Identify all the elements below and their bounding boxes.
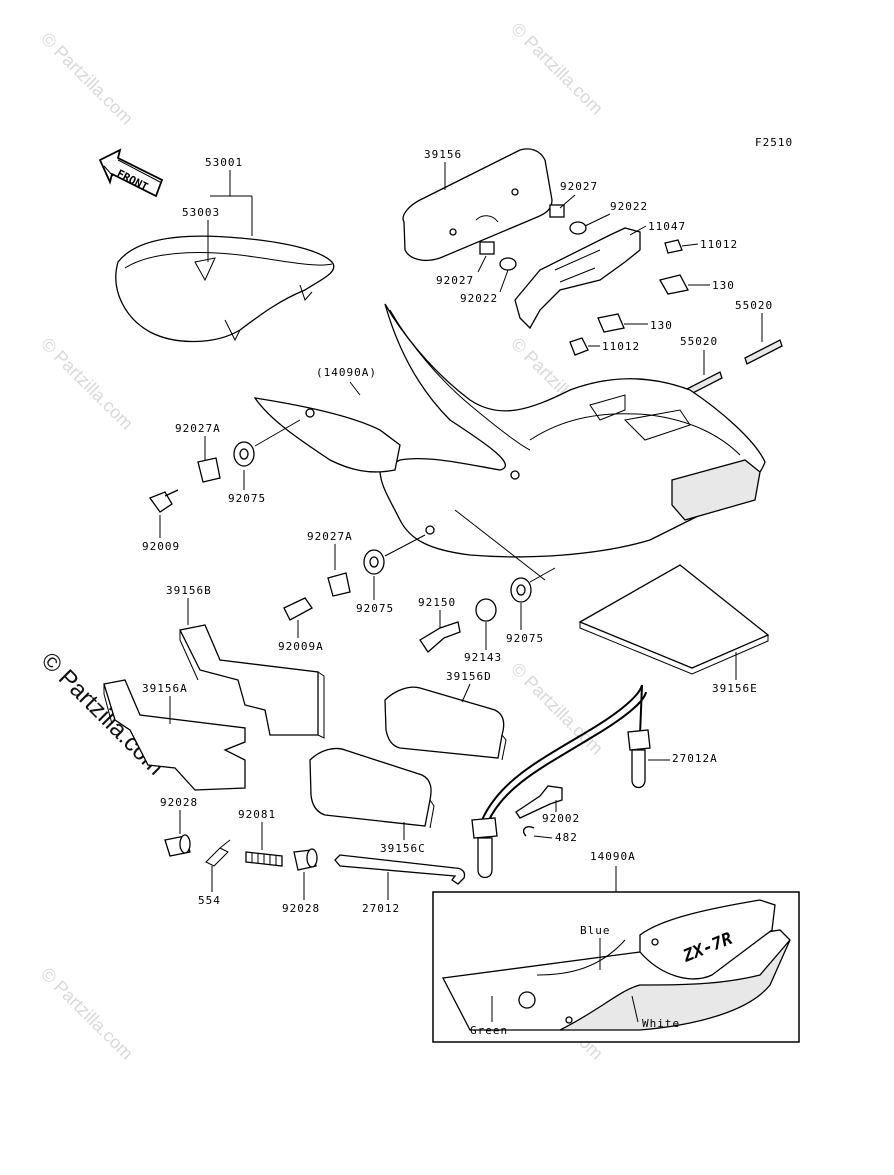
strips bbox=[684, 339, 783, 397]
part-label: 92027 bbox=[436, 274, 474, 287]
front-arrow: FRONT bbox=[98, 148, 164, 198]
bracket bbox=[479, 204, 689, 356]
part-label: 92022 bbox=[460, 292, 498, 305]
part-label: 92075 bbox=[356, 602, 394, 615]
part-label: (14090A) bbox=[316, 366, 377, 379]
watermark: © Partzilla.com bbox=[507, 659, 607, 759]
seat-lock-rod bbox=[471, 684, 651, 879]
part-label: 92143 bbox=[464, 651, 502, 664]
part-label: 92028 bbox=[282, 902, 320, 915]
part-label: 92028 bbox=[160, 796, 198, 809]
seat bbox=[115, 235, 335, 343]
color-label-green: Green bbox=[470, 1024, 508, 1037]
small-hardware bbox=[164, 834, 318, 871]
part-label: 11012 bbox=[700, 238, 738, 251]
part-label: 11047 bbox=[648, 220, 686, 233]
tail-cowl bbox=[253, 303, 766, 581]
decal-inset: ZX-7R Blue Green White bbox=[432, 891, 800, 1043]
part-label: 92027 bbox=[560, 180, 598, 193]
watermark: © Partzilla.com bbox=[37, 964, 137, 1064]
pad-39156B bbox=[179, 624, 325, 739]
part-label: 92027A bbox=[307, 530, 353, 543]
watermark: © Partzilla.com bbox=[37, 334, 137, 434]
part-label: 130 bbox=[712, 279, 735, 292]
part-label: 27012A bbox=[672, 752, 718, 765]
part-label: 55020 bbox=[735, 299, 773, 312]
part-label: 92075 bbox=[228, 492, 266, 505]
tail-pad bbox=[402, 148, 553, 261]
part-label: 554 bbox=[198, 894, 221, 907]
pad-39156E bbox=[578, 564, 770, 675]
part-label: 53003 bbox=[182, 206, 220, 219]
part-label: 92022 bbox=[610, 200, 648, 213]
cable bbox=[334, 854, 466, 885]
watermark: © Partzilla.com bbox=[37, 29, 137, 129]
part-label: 92002 bbox=[542, 812, 580, 825]
pad-39156C bbox=[309, 747, 435, 829]
watermark: © Partzilla.com bbox=[507, 19, 607, 119]
part-label: 92009 bbox=[142, 540, 180, 553]
color-label-blue: Blue bbox=[580, 924, 611, 937]
part-label: 92027A bbox=[175, 422, 221, 435]
part-label: 11012 bbox=[602, 340, 640, 353]
pad-39156A bbox=[103, 679, 246, 791]
part-label: 27012 bbox=[362, 902, 400, 915]
part-label: 39156 bbox=[424, 148, 462, 161]
part-label: 39156E bbox=[712, 682, 758, 695]
part-label: 130 bbox=[650, 319, 673, 332]
part-label: 92150 bbox=[418, 596, 456, 609]
part-label: 55020 bbox=[680, 335, 718, 348]
part-label: 39156D bbox=[446, 670, 492, 683]
part-label: 92075 bbox=[506, 632, 544, 645]
part-label: 92081 bbox=[238, 808, 276, 821]
figure-code: F2510 bbox=[755, 136, 793, 149]
grommet-group-1 bbox=[148, 419, 301, 513]
part-label: 14090A bbox=[590, 850, 636, 863]
part-label: 39156A bbox=[142, 682, 188, 695]
part-label: 53001 bbox=[205, 156, 243, 169]
pad-39156D bbox=[384, 686, 507, 761]
part-label: 92009A bbox=[278, 640, 324, 653]
part-label: 482 bbox=[555, 831, 578, 844]
part-label: 39156B bbox=[166, 584, 212, 597]
color-label-white: White bbox=[642, 1017, 680, 1030]
grommet-group-2 bbox=[283, 534, 556, 653]
part-label: 39156C bbox=[380, 842, 426, 855]
